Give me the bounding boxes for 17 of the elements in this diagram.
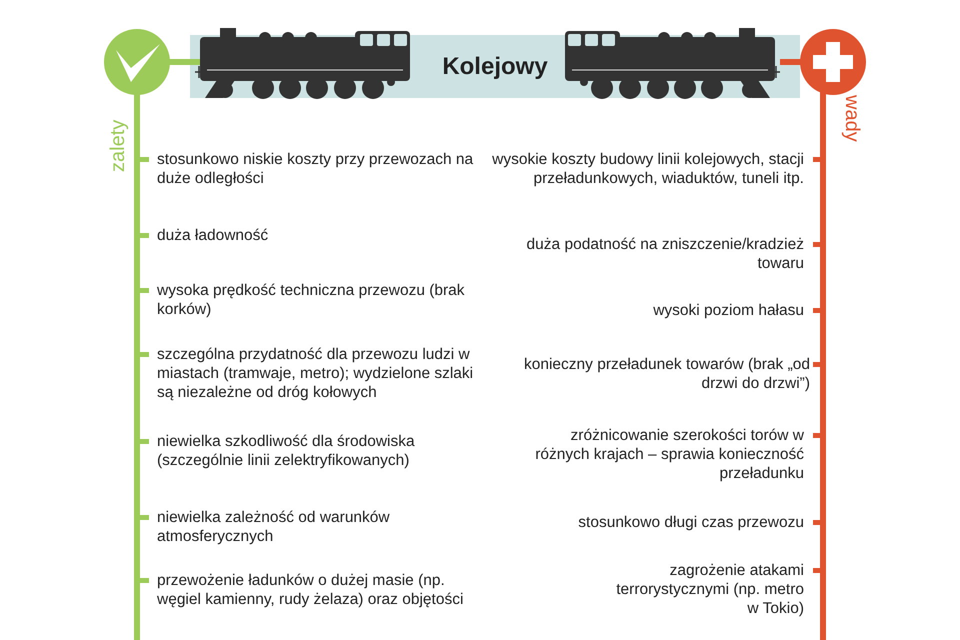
list-item-text: wysokie koszty budowy linii kolejowych, stacji przeładunkowych, wiaduktów, tuneli itp. (491, 150, 804, 188)
list-item-text: niewielka zależność od warunków atmosferycznych (157, 508, 391, 546)
list-item-text: wysoka prędkość techniczna przewozu (brak korków) (157, 281, 466, 319)
list-item-text: stosunkowo długi czas przewozu (577, 513, 804, 532)
list-item-text: zagrożenie atakami terrorystycznymi (np. metro w Tokio) (615, 561, 804, 618)
list-item-text: szczególna przydatność dla przewozu ludzi w miastach (tramwaje, metro); wydzielone szlaki są niezależne od dróg kołowych (157, 345, 474, 402)
list-item-text: duża podatność na zniszczenie/kradzież towaru (526, 235, 804, 273)
title-text: Kolejowy (442, 52, 548, 80)
list-item-text: zróżnicowanie szerokości torów w różnych krajach – sprawia konieczność przeładunku (534, 426, 804, 483)
list-item-text: duża ładowność (157, 226, 270, 245)
list-item-text: konieczny przeładunek towarów (brak „od drzwi do drzwi”) (522, 355, 810, 393)
column-heading: zalety (107, 120, 129, 172)
list-item-text: niewielka szkodliwość dla środowiska (szczególnie linii zelektryfikowanych) (157, 432, 416, 470)
list-item-text: przewożenie ładunków o dużej masie (np. węgiel kamienny, rudy żelaza) oraz objętości (157, 571, 464, 609)
list-item-text: wysoki poziom hałasu (652, 301, 804, 320)
column-heading: wady (841, 95, 863, 142)
list-item-text: stosunkowo niskie koszty przy przewozach na duże odległości (157, 150, 474, 188)
